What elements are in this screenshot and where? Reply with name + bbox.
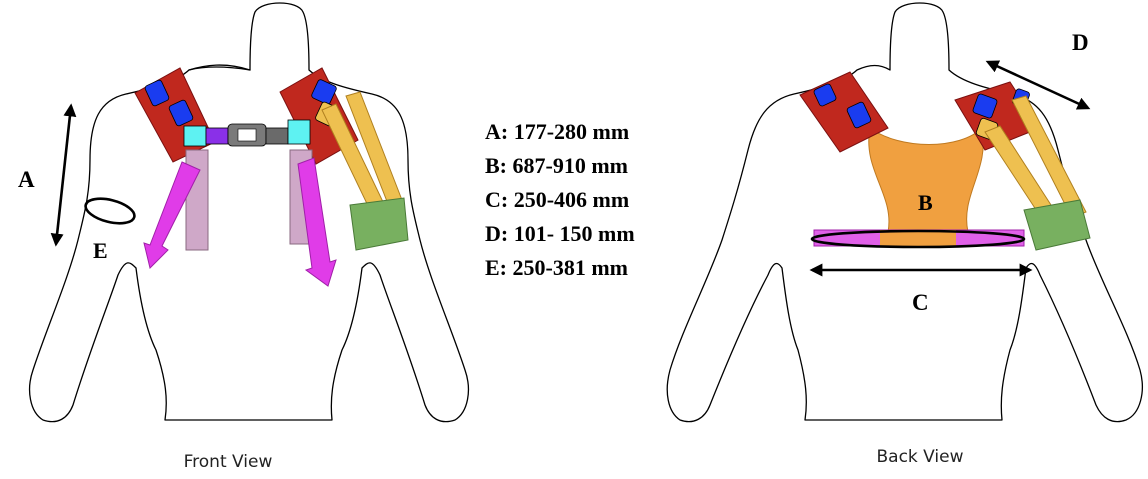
front-view-caption: Front View — [184, 452, 273, 472]
front-view: A E Front View — [18, 3, 468, 472]
measure-ellipse-e — [83, 194, 137, 227]
label-e: E — [93, 238, 108, 263]
back-view: B C D Back View — [667, 3, 1142, 467]
measurement-a: A: 177-280 mm — [485, 119, 629, 144]
measurement-b: B: 687-910 mm — [485, 153, 628, 178]
label-c: C — [912, 290, 929, 315]
back-view-caption: Back View — [876, 447, 963, 467]
front-arm-band — [350, 198, 408, 250]
back-arm-band — [1024, 200, 1090, 250]
measurement-c: C: 250-406 mm — [485, 187, 629, 212]
back-panel — [869, 128, 984, 232]
label-d: D — [1072, 30, 1089, 55]
label-a: A — [18, 167, 35, 192]
measurement-list: A: 177-280 mm B: 687-910 mm C: 250-406 m… — [485, 119, 635, 280]
measure-arrow-a — [56, 106, 71, 244]
measurement-e: E: 250-381 mm — [485, 255, 628, 280]
measurement-d: D: 101- 150 mm — [485, 221, 635, 246]
label-b: B — [918, 190, 933, 215]
back-yellow-strap-2 — [1012, 96, 1086, 218]
front-left-shoulder-pad — [135, 68, 215, 162]
